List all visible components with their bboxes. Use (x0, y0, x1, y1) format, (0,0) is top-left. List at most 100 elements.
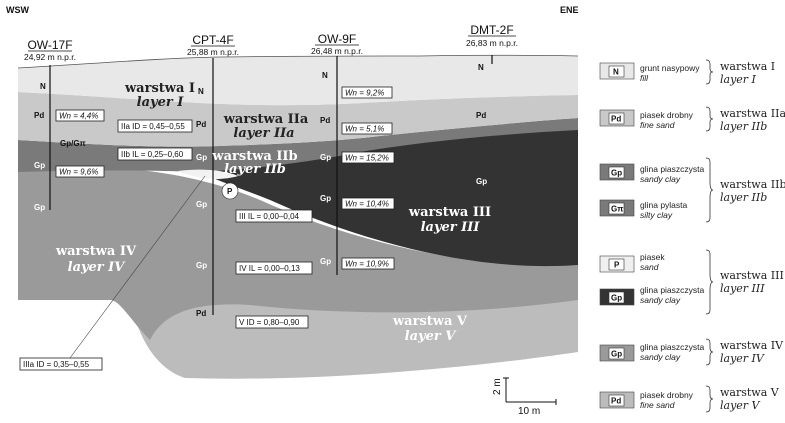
borehole-ow9f-header: OW-9F 26,48 m n.p.r. (311, 32, 363, 56)
code-pd: Pd (34, 111, 44, 120)
label-layer-iia-en: layer IIa (233, 126, 294, 141)
label-layer-iib-en: layer IIb (224, 162, 286, 177)
svg-text:N: N (613, 68, 619, 77)
legend-layer-pl: warstwa III (720, 269, 784, 282)
svg-text:sand: sand (640, 262, 659, 272)
ground-surface-line (17, 54, 579, 69)
layer-iv-area (18, 166, 578, 340)
svg-text:glina pylasta: glina pylasta (640, 200, 688, 210)
svg-text:fine sand: fine sand (640, 400, 675, 410)
svg-text:glina piaszczysta: glina piaszczysta (640, 285, 705, 295)
code-n: N (322, 71, 328, 80)
legend-item-fill: N grunt nasypowy fill (599, 62, 700, 83)
svg-text:piasek drobny: piasek drobny (640, 110, 694, 120)
legend-item-fine-sand-iia: Pd piasek drobny fine sand (599, 109, 694, 130)
label-layer-iii-pl: warstwa III (408, 205, 491, 220)
legend-layer-en: layer III (720, 282, 765, 295)
svg-text:piasek drobny: piasek drobny (640, 390, 694, 400)
svg-text:IV IL = 0,00–0,13: IV IL = 0,00–0,13 (239, 264, 300, 273)
param-box-iib: IIb IL = 0,25–0,60 (117, 147, 193, 161)
svg-text:III IL = 0,00–0,04: III IL = 0,00–0,04 (239, 212, 300, 221)
legend: N grunt nasypowy fill Pd piasek drobny f… (599, 59, 785, 413)
svg-text:Gπ: Gπ (611, 205, 623, 214)
legend-layer-pl: warstwa IV (720, 339, 784, 352)
label-layer-iv-en: layer IV (68, 260, 127, 275)
legend-layer-pl: warstwa IIa (720, 107, 785, 120)
svg-text:Wn = 5,1%: Wn = 5,1% (345, 125, 384, 134)
legend-item-sandy-clay-iii: Gp glina piaszczysta sandy clay (599, 285, 705, 306)
svg-text:Wn = 15,2%: Wn = 15,2% (345, 154, 389, 163)
direction-wsw: WSW (6, 5, 29, 15)
code-n: N (198, 87, 204, 96)
svg-text:glina piaszczysta: glina piaszczysta (640, 342, 705, 352)
svg-text:Wn = 10,4%: Wn = 10,4% (345, 200, 389, 209)
wn-box: Wn = 4,4% (55, 109, 105, 122)
borehole-elevation: 26,83 m n.p.r. (466, 38, 518, 48)
code-pd: Pd (476, 111, 486, 120)
legend-item-sandy-clay-iib: Gp glina piaszczysta sandy clay (599, 163, 705, 184)
label-layer-iia-pl: warstwa IIa (223, 112, 309, 127)
sand-marker (221, 182, 239, 200)
sand-lens-iiia (178, 169, 238, 179)
legend-brace (705, 157, 714, 223)
legend-item-fine-sand-v: Pd piasek drobny fine sand (599, 390, 694, 410)
code-n: N (40, 82, 46, 91)
code-gp: Gp (320, 257, 331, 266)
svg-text:fill: fill (640, 73, 649, 83)
svg-text:V ID = 0,80–0,90: V ID = 0,80–0,90 (239, 318, 300, 327)
code-gp: Gp (196, 153, 207, 162)
param-box-iv: IV IL = 0,00–0,13 (235, 261, 313, 275)
code-gp: Gp (34, 203, 45, 212)
code-pd: Pd (196, 120, 206, 129)
svg-text:P: P (614, 261, 620, 270)
code-gp-gpi: Gp/Gπ (60, 139, 86, 148)
borehole-name: OW-17F (27, 38, 72, 52)
borehole-name: DMT-2F (470, 23, 513, 37)
label-layer-iii-en: layer III (421, 220, 481, 235)
svg-text:Wn = 9,6%: Wn = 9,6% (59, 168, 98, 177)
svg-text:fine sand: fine sand (640, 120, 675, 130)
legend-layer-en: layer I (720, 73, 757, 86)
wn-box: Wn = 9,2% (341, 86, 393, 99)
legend-layer-en: layer IIb (720, 191, 767, 204)
code-gp: Gp (196, 200, 207, 209)
svg-text:silty clay: silty clay (640, 210, 673, 220)
label-layer-iv-pl: warstwa IV (55, 244, 137, 259)
svg-text:Pd: Pd (611, 397, 621, 406)
layer-i-area (18, 55, 578, 106)
svg-text:sandy clay: sandy clay (640, 295, 681, 305)
svg-text:piasek: piasek (640, 252, 665, 262)
legend-brace (705, 106, 714, 132)
legend-brace (705, 385, 714, 413)
legend-brace (705, 338, 714, 366)
code-gp: Gp (34, 161, 45, 170)
svg-text:Wn = 9,2%: Wn = 9,2% (345, 89, 384, 98)
legend-layer-pl: warstwa I (720, 60, 775, 73)
legend-brace (705, 59, 714, 85)
layer-iia-area (18, 92, 578, 147)
svg-text:IIIa ID = 0,35–0,55: IIIa ID = 0,35–0,55 (23, 360, 90, 369)
legend-layer-en: layer V (720, 399, 761, 412)
borehole-elevation: 24,92 m n.p.r. (24, 52, 76, 62)
param-box-iia: IIa ID = 0,45–0,55 (117, 119, 193, 133)
legend-item-sand: P piasek sand (599, 252, 665, 273)
legend-layer-en: layer IIb (720, 120, 767, 133)
wn-box: Wn = 15,2% (341, 151, 395, 164)
svg-text:glina piaszczysta: glina piaszczysta (640, 164, 705, 174)
borehole-elevation: 26,48 m n.p.r. (311, 46, 363, 56)
param-box-iii: III IL = 0,00–0,04 (235, 209, 313, 223)
borehole-elevation: 25,88 m n.p.r. (187, 47, 239, 57)
code-gp: Gp (320, 194, 331, 203)
svg-text:IIb IL = 0,25–0,60: IIb IL = 0,25–0,60 (121, 150, 184, 159)
legend-layer-pl: warstwa IIb (720, 178, 785, 191)
wn-box: Wn = 10,9% (341, 257, 395, 270)
svg-text:Gp: Gp (611, 169, 622, 178)
scale-bar: 2 m 10 m (492, 377, 557, 417)
leader-line-iiia (69, 175, 206, 359)
param-box-v: V ID = 0,80–0,90 (235, 315, 309, 329)
borehole-name: CPT-4F (192, 33, 233, 47)
svg-text:Wn = 10,9%: Wn = 10,9% (345, 260, 389, 269)
scale-vertical: 2 m (492, 378, 503, 395)
param-box-iiia: IIIa ID = 0,35–0,55 (19, 357, 103, 371)
